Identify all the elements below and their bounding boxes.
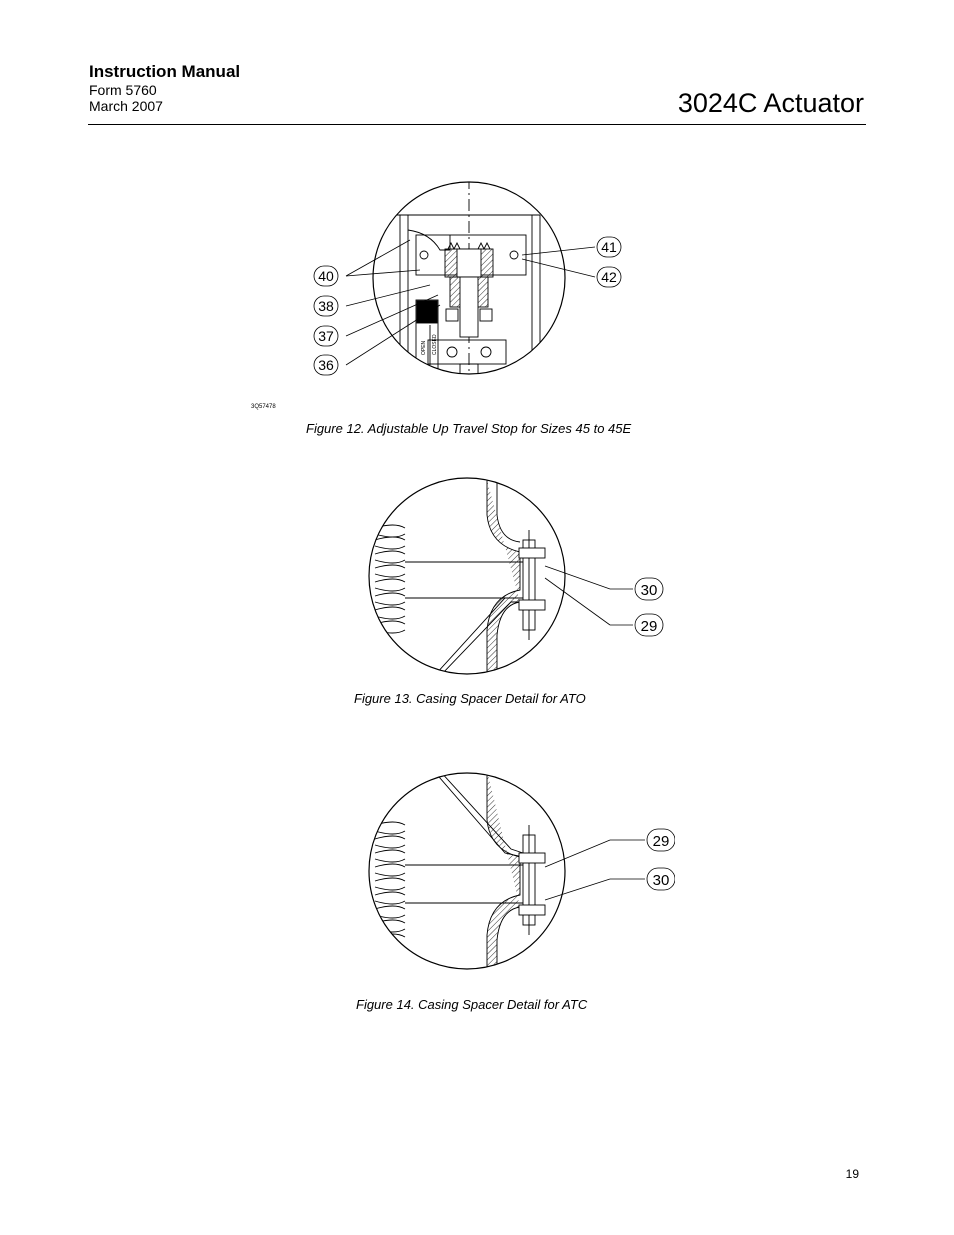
figure-14-caption: Figure 14. Casing Spacer Detail for ATC bbox=[356, 997, 588, 1012]
callout-30: 30 bbox=[653, 872, 670, 889]
callout-29: 29 bbox=[641, 618, 658, 635]
callout-37: 37 bbox=[318, 328, 334, 344]
publication-date: March 2007 bbox=[89, 98, 163, 114]
page-number: 19 bbox=[845, 1167, 859, 1181]
figure-12-drawing: OPEN CLOSED 40 38 37 36 41 42 bbox=[313, 181, 622, 376]
callout-30: 30 bbox=[641, 582, 658, 599]
callout-42: 42 bbox=[601, 269, 617, 285]
callout-29: 29 bbox=[653, 833, 670, 850]
form-number: Form 5760 bbox=[89, 82, 157, 98]
header-rule bbox=[88, 124, 866, 125]
callout-40: 40 bbox=[318, 268, 334, 284]
manual-title: Instruction Manual bbox=[89, 62, 241, 81]
callout-36: 36 bbox=[318, 357, 334, 373]
scale-label-open: OPEN bbox=[421, 340, 427, 355]
callout-38: 38 bbox=[318, 298, 334, 314]
callout-41: 41 bbox=[601, 239, 617, 255]
figure-13-caption: Figure 13. Casing Spacer Detail for ATO bbox=[354, 691, 586, 706]
header-block: Instruction Manual Form 5760 March 2007 bbox=[89, 62, 240, 114]
figure-14-drawing: 29 30 bbox=[368, 772, 675, 970]
figure-12-code: 3Q57478 bbox=[251, 404, 276, 410]
figure-13-drawing: 30 29 bbox=[368, 477, 664, 675]
scale-label-closed: CLOSED bbox=[432, 334, 438, 355]
product-title: 3024C Actuator bbox=[677, 88, 864, 118]
figure-12-caption: Figure 12. Adjustable Up Travel Stop for… bbox=[306, 421, 632, 436]
